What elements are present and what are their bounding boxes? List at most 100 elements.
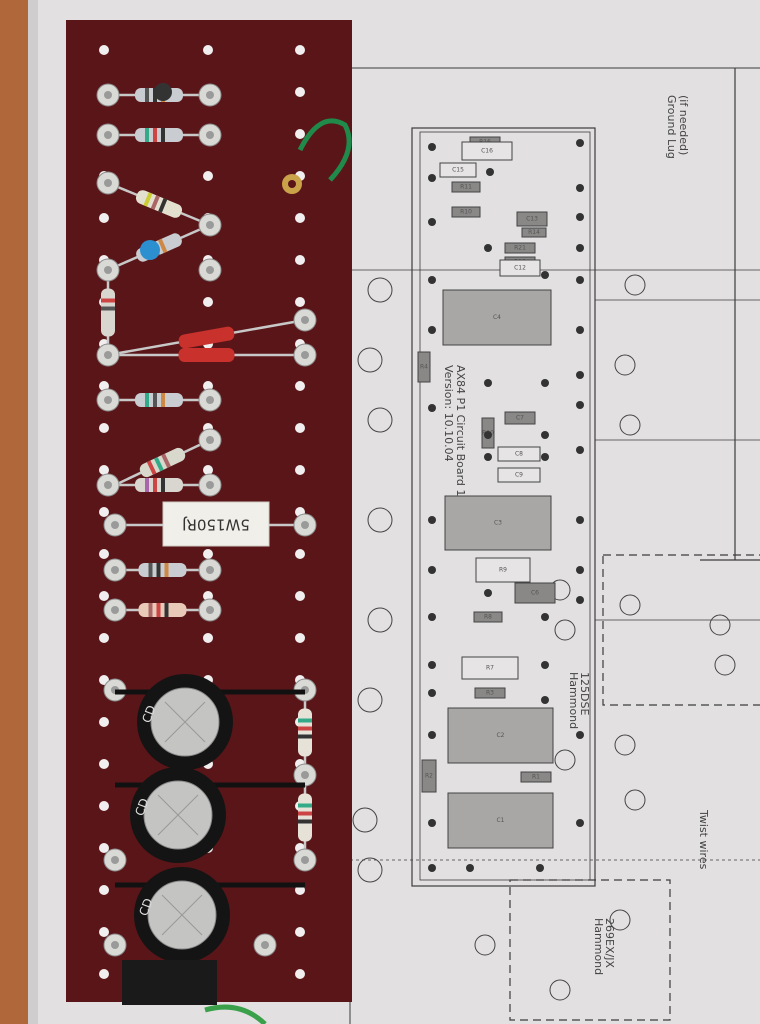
electrolytic-capacitor: CD (115, 867, 305, 963)
twist-wires-note: Twist wires (697, 809, 710, 870)
schematic-circle (709, 614, 731, 636)
schematic-dot (484, 431, 492, 439)
schematic-part-r11: R11 (451, 181, 481, 193)
schematic-dot (576, 731, 584, 739)
resistor (135, 478, 183, 492)
electrolytic-capacitor: CD (115, 767, 305, 863)
schematic-dot (541, 661, 549, 669)
board-hole (99, 381, 109, 391)
resistor (135, 190, 183, 218)
schematic-circle (474, 934, 496, 956)
schematic-part-label: C6 (531, 590, 539, 597)
board-hole (99, 549, 109, 559)
transformer-125dse-label: Hammond125DSE (567, 672, 591, 729)
board-hole (295, 633, 305, 643)
resistor (139, 447, 186, 478)
schematic-part-label: C13 (526, 216, 538, 223)
board-hole (295, 45, 305, 55)
schematic-part-c15: C15 (439, 162, 477, 178)
schematic-dot (428, 276, 436, 284)
schematic-part-c3: C3 (444, 495, 552, 551)
power-resistor-marking: 5W150RJ (182, 516, 250, 534)
schematic-part-label: R11 (460, 184, 472, 191)
schematic-dot (428, 326, 436, 334)
board-hole (295, 87, 305, 97)
schematic-dot (576, 276, 584, 284)
schematic-turret-dots (428, 139, 584, 872)
schematic-circle (352, 807, 378, 833)
resistor (178, 326, 235, 349)
schematic-dot (466, 864, 474, 872)
board-hole (99, 969, 109, 979)
resistors (101, 83, 312, 842)
schematic-circle (367, 607, 393, 633)
resistor (298, 708, 312, 757)
schematic-dot (576, 446, 584, 454)
board-hole (295, 255, 305, 265)
board-hole (99, 423, 109, 433)
schematic-part-c13: C13 (516, 211, 548, 227)
schematic-part-label: R2 (425, 773, 433, 780)
schematic-dot (576, 371, 584, 379)
filter-capacitors: CD CD CD (115, 674, 305, 963)
resistor (298, 793, 312, 842)
bridge-rectifier (122, 960, 217, 1005)
schematic-dot (576, 213, 584, 221)
capacitor-marking: CD (132, 796, 151, 817)
schematic-part-r7: R7 (461, 656, 519, 680)
board-hole (295, 423, 305, 433)
board-hole (99, 927, 109, 937)
schematic-circle (367, 507, 393, 533)
schematic-part-c12: C12 (499, 259, 541, 277)
schematic-part-c7: C7 (504, 411, 536, 425)
schematic-circle (357, 347, 383, 373)
board-hole (99, 759, 109, 769)
ground-wire (297, 118, 352, 182)
ground-lug-note: Ground Lug(if needed) (665, 95, 690, 159)
schematic-part-c4: C4 (442, 289, 552, 346)
schematic-part-label: C2 (496, 732, 504, 739)
schematic-circle (367, 407, 393, 433)
ceramic-capacitor (140, 240, 160, 260)
schematic-dot (541, 696, 549, 704)
board-hole (99, 213, 109, 223)
schematic-part-c6: C6 (514, 582, 556, 604)
schematic-part-label: C7 (516, 415, 524, 422)
schematic-part-label: C9 (515, 472, 523, 479)
board-hole (295, 969, 305, 979)
schematic-dot (428, 174, 436, 182)
schematic-part-r21: R21 (504, 242, 536, 254)
schematic-dot (484, 589, 492, 597)
power-resistor: 5W150RJ (162, 501, 270, 547)
schematic-part-c1: C1 (447, 792, 554, 849)
board-hole (203, 633, 213, 643)
board-hole (295, 549, 305, 559)
schematic-dot (541, 453, 549, 461)
schematic-part-label: R4 (420, 364, 428, 371)
schematic-part-r8: R8 (473, 611, 503, 623)
schematic-dot (541, 271, 549, 279)
schematic-part-r3: R3 (474, 687, 506, 699)
electrolytic-capacitor: CD (115, 674, 305, 770)
board-hole (203, 591, 213, 601)
schematic-circle (554, 749, 576, 771)
schematic-dot (484, 244, 492, 252)
resistor (138, 563, 187, 577)
resistor (178, 348, 235, 362)
schematic-circle (367, 277, 393, 303)
board-hole (295, 213, 305, 223)
resistor (135, 393, 183, 407)
board-hole (203, 45, 213, 55)
schematic-dot (576, 819, 584, 827)
schematic-part-c16: C16 (461, 141, 513, 161)
schematic-circle (619, 414, 641, 436)
schematic-part-label: C1 (496, 817, 504, 824)
board-hole (99, 45, 109, 55)
schematic-circle (357, 857, 383, 883)
board-hole (203, 171, 213, 181)
resistor (101, 288, 115, 337)
schematic-part-label: R3 (486, 690, 494, 697)
schematic-dot (428, 566, 436, 574)
schematic-dot (486, 168, 494, 176)
